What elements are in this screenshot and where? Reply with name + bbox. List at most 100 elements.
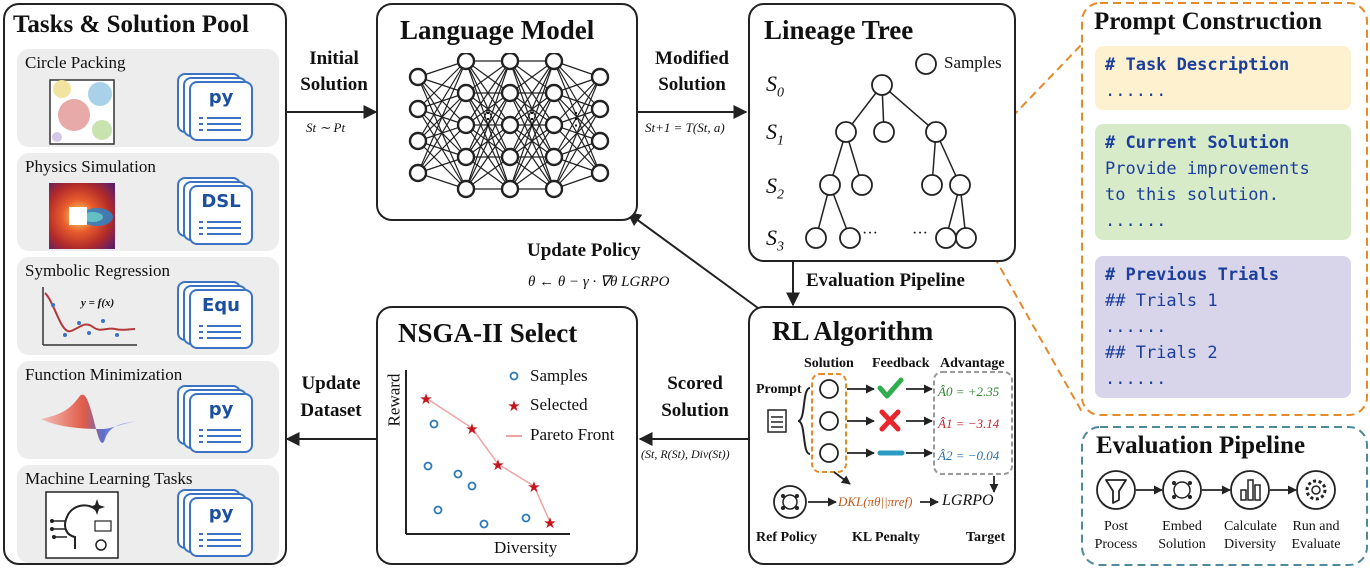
filter-icon: [1096, 470, 1136, 510]
nn-vertical-ellipsis: ⋮: [567, 109, 585, 129]
tree-node: [819, 174, 841, 196]
file-type-label: py: [208, 503, 234, 524]
ellipsis-right: ···: [912, 225, 928, 242]
kl-penalty-label: KL Penalty: [852, 530, 921, 545]
lineage-tree-title: Lineage Tree: [764, 15, 914, 45]
prompt-construction-title: Prompt Construction: [1094, 8, 1323, 35]
prompt-label: Prompt: [756, 382, 802, 397]
step-run-and-evaluate: Run and Evaluate: [1291, 519, 1341, 552]
prompt-block-current: # Current Solution Provide improvements …: [1095, 124, 1351, 240]
task-card-circle-packing: Circle Packing py: [17, 49, 279, 147]
regression-plot-icon: [42, 287, 137, 346]
file-type-label: Equ: [202, 295, 240, 316]
target-formula: LGRPO: [942, 492, 994, 509]
nn-edge: [509, 60, 555, 126]
sample-point: [479, 519, 489, 529]
scored-solution-formula: (St, R(St), Div(St)): [641, 447, 730, 461]
nn-edge: [553, 76, 601, 190]
rl-flow-graph: [767, 371, 1013, 519]
sample-point: [467, 481, 477, 491]
nn-node: [500, 115, 520, 135]
brace-icon: [797, 387, 811, 455]
initial-solution-formula: St ∼ Pt: [306, 120, 346, 135]
advantage-dashed-group: [933, 371, 1013, 475]
tree-node: [851, 174, 873, 196]
kl-formula: DKL(πθ||πref): [838, 494, 913, 509]
previous-trials-line: ## Trials 1: [1105, 291, 1218, 311]
evaluation-pipeline-steps: [1096, 470, 1336, 510]
tree-node: [873, 121, 895, 143]
file-type-label: py: [208, 87, 234, 108]
nn-edge: [553, 108, 601, 190]
modified-solution-label: Modified Solution: [655, 48, 729, 95]
nn-node: [500, 83, 520, 103]
nn-vertical-ellipsis: ⋮: [479, 109, 497, 129]
sample-point: [433, 505, 443, 515]
task-description-body: ......: [1105, 81, 1167, 101]
scored-solution-label: Scored Solution: [661, 373, 729, 421]
task-card-machine-learning: Machine Learning Tasks py: [17, 465, 279, 563]
tree-node-root: [871, 74, 893, 96]
previous-trials-line: ## Trials 2: [1105, 343, 1218, 363]
nn-node: [500, 53, 520, 71]
column-advantage: Advantage: [940, 356, 1005, 371]
ref-policy-label: Ref Policy: [756, 530, 818, 545]
sample-point: [429, 419, 439, 429]
task-name: Circle Packing: [25, 53, 126, 72]
prompt-construction-frame: [1081, 2, 1368, 416]
nsga-select-panel: NSGA-II Select ★ ★ ★ ★ ★ ★: [376, 306, 638, 565]
pareto-front-line: [425, 397, 551, 523]
nn-edge: [509, 60, 555, 158]
nn-node: [500, 179, 520, 199]
ellipsis-left: ···: [862, 225, 878, 242]
nn-edge: [509, 92, 555, 190]
previous-trials-header: # Previous Trials: [1105, 265, 1279, 285]
tree-node: [955, 227, 977, 249]
nn-node: [408, 67, 428, 87]
tree-node: [925, 121, 947, 143]
embed-brain-icon: [1162, 470, 1202, 510]
evaluation-pipeline-title: Evaluation Pipeline: [1096, 432, 1306, 459]
task-card-symbolic-regression: Symbolic Regression y = f(x) Equ: [17, 257, 279, 355]
language-model-title: Language Model: [400, 15, 595, 45]
circle-packing-icon: [49, 79, 115, 145]
update-policy-label: Update Policy: [527, 240, 641, 261]
legend-samples-text: Samples: [530, 366, 588, 385]
task-card-physics-simulation: Physics Simulation DSL: [17, 153, 279, 251]
step-post-process: Post Process: [1094, 519, 1138, 552]
nn-node: [456, 83, 476, 103]
previous-trials-line: ......: [1105, 317, 1167, 337]
physics-field-icon: [49, 183, 115, 249]
selected-point: ★: [491, 456, 504, 474]
nn-node: [544, 53, 564, 71]
nn-edge: [509, 60, 555, 190]
evaluation-pipeline-frame: [1081, 426, 1368, 566]
selected-point: ★: [465, 420, 478, 438]
nn-edge: [553, 76, 601, 158]
gear-icon: [1296, 470, 1336, 510]
nn-node: [408, 99, 428, 119]
code-stack-icon: Equ: [177, 281, 261, 351]
evaluation-pipeline-arrow-label: Evaluation Pipeline: [806, 270, 965, 291]
nn-node: [590, 67, 610, 87]
nn-edge: [417, 60, 467, 174]
nn-node: [408, 163, 428, 183]
file-type-label: py: [208, 399, 234, 420]
nn-node: [456, 115, 476, 135]
legend-pareto-text: Pareto Front: [530, 425, 615, 444]
file-type-label: DSL: [201, 191, 241, 212]
nn-edge: [465, 124, 511, 190]
surface-plot-icon: [41, 394, 137, 443]
nn-edge: [465, 60, 511, 190]
legend-selected-text: Selected: [530, 395, 588, 414]
solution-dashed-group: [811, 373, 847, 473]
rl-algorithm-panel: RL Algorithm Solution Feedback Advantage…: [748, 306, 1016, 565]
update-dataset-label: Update Dataset: [300, 373, 362, 421]
level-s1: S1: [766, 119, 784, 149]
nn-edge: [417, 60, 467, 142]
nn-node: [544, 83, 564, 103]
legend-samples: Samples: [944, 53, 1002, 72]
target-label: Target: [966, 530, 1006, 545]
step-calculate-diversity: Calculate Diversity: [1224, 519, 1277, 552]
nn-vertical-ellipsis: ⋮: [523, 109, 541, 129]
